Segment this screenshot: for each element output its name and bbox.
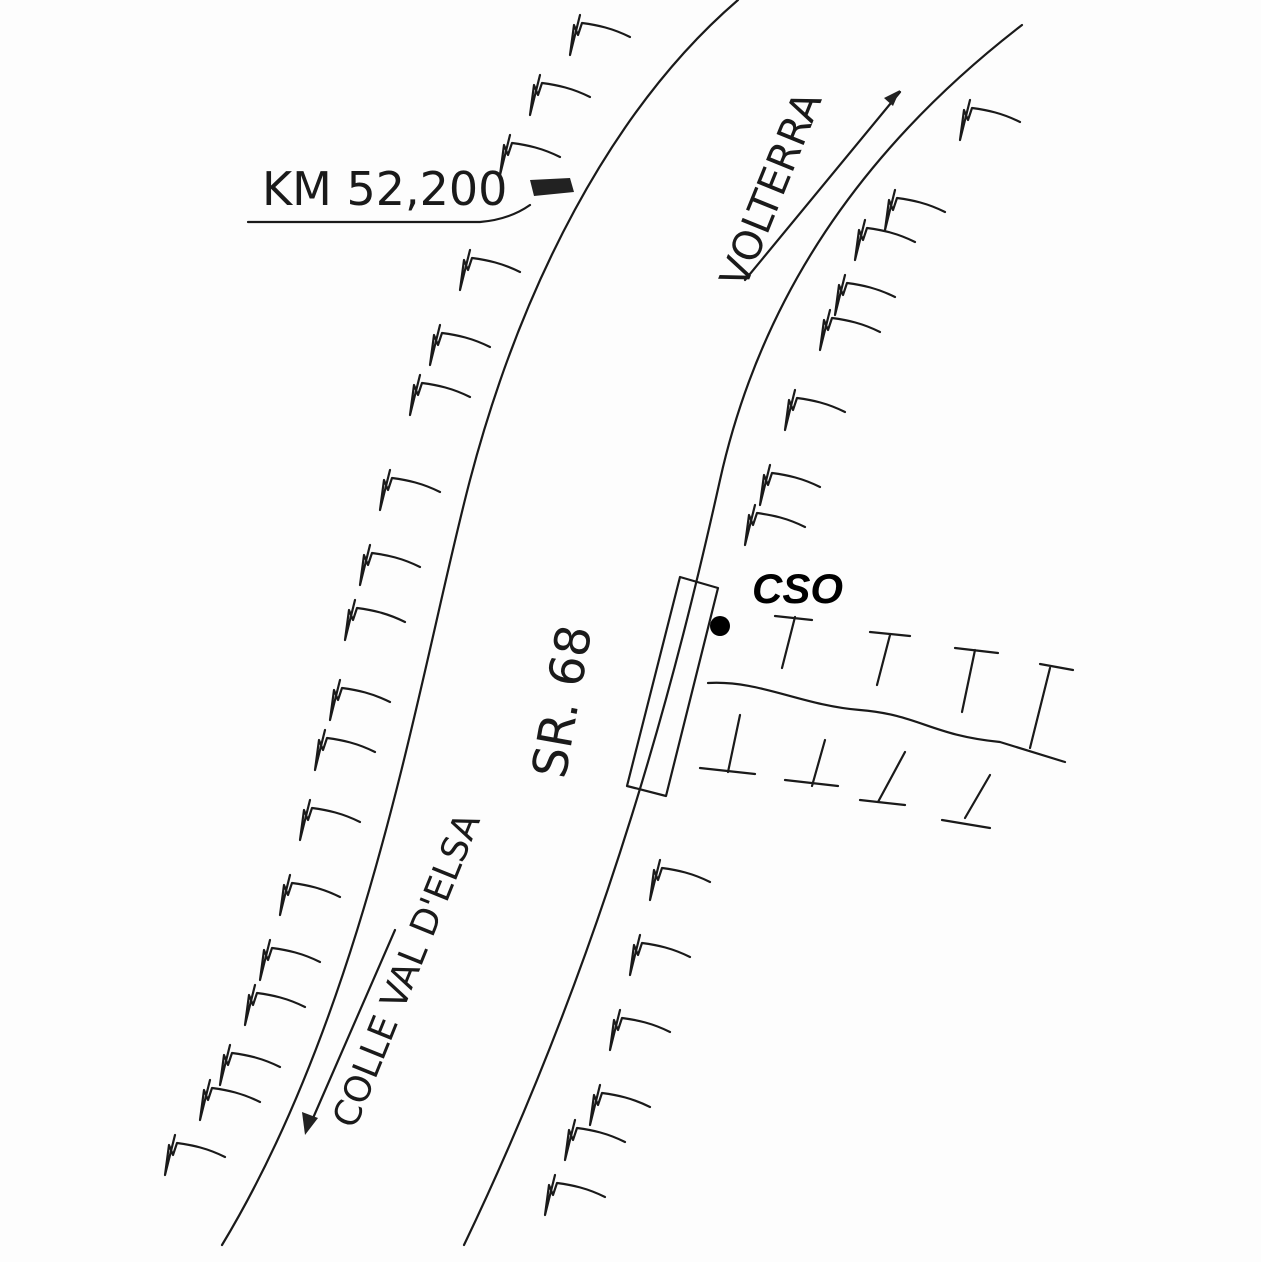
hatch-mark [783, 388, 847, 432]
hatch-mark [883, 188, 947, 232]
site-building [625, 575, 720, 798]
site-marker-dot [710, 616, 730, 636]
hatch-mark [408, 373, 472, 417]
road-right-edge [462, 23, 1024, 1247]
hatch-mark [358, 543, 422, 587]
hatch-mark [298, 798, 362, 842]
hatch-mark [378, 468, 442, 512]
hatch-mark [528, 73, 592, 117]
arrow-colle [308, 928, 397, 1127]
embankment-hatches-left [163, 13, 632, 1177]
side-road-hatches [698, 614, 1075, 830]
hatch-mark [758, 463, 822, 507]
hatch-mark [833, 273, 897, 317]
road-label: SR. 68 [522, 621, 604, 782]
hatch-mark [568, 13, 632, 57]
arrow-volterra [743, 90, 902, 282]
hatch-mark [328, 678, 392, 722]
hatch-mark [818, 308, 882, 352]
hatch-mark [648, 858, 712, 902]
hatch-mark [198, 1078, 262, 1122]
hatch-mark [243, 983, 307, 1027]
hatch-mark [543, 1173, 607, 1217]
side-road [706, 681, 1067, 764]
hatch-mark [428, 323, 492, 367]
hatch-mark [278, 873, 342, 917]
road-left-edge [220, 0, 740, 1247]
hatch-mark [343, 598, 407, 642]
hatch-mark [853, 218, 917, 262]
hatch-mark [218, 1043, 282, 1087]
hatch-mark [498, 133, 562, 177]
hatch-mark [628, 933, 692, 977]
hatch-mark [563, 1118, 627, 1162]
hatch-mark [458, 248, 522, 292]
direction-colle: COLLE VAL D'ELSA [325, 807, 489, 1133]
direction-volterra: VOLTERRA [712, 85, 832, 294]
hatch-mark [743, 503, 807, 547]
hatch-mark [588, 1083, 652, 1127]
hatch-mark [958, 98, 1022, 142]
hatch-mark [163, 1133, 227, 1177]
km-marker-label: KM 52,200 [262, 162, 507, 216]
embankment-hatches-right [543, 98, 1022, 1217]
arrow-head-icon [302, 1112, 318, 1135]
km-marker-icon [530, 178, 574, 196]
site-label: CSO [752, 565, 843, 612]
hatch-mark [258, 938, 322, 982]
km-leader-line [246, 203, 532, 224]
hatch-mark [608, 1008, 672, 1052]
hatch-mark [313, 728, 377, 772]
arrow-head-icon [884, 90, 900, 106]
